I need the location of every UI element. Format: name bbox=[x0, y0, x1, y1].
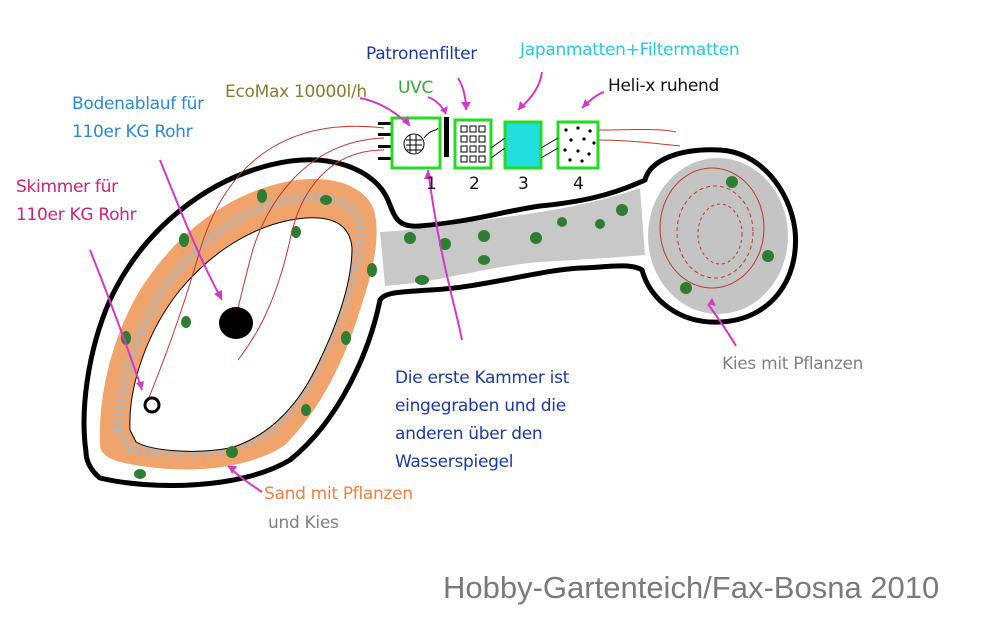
credit: Hobby-Gartenteich/Fax-Bosna 2010 bbox=[443, 570, 940, 605]
chamber-3 bbox=[503, 120, 543, 170]
arrows bbox=[89, 71, 737, 493]
uvc-lamp bbox=[444, 117, 449, 157]
label-ecomax: EcoMax 10000l/h bbox=[225, 82, 367, 102]
label-erste-kammer-line-4: Wasserspiegel bbox=[395, 452, 514, 472]
label-skimmer-line-1: Skimmer für bbox=[16, 177, 118, 197]
chamber-number-3: 3 bbox=[518, 174, 529, 194]
gravel-channel bbox=[380, 188, 645, 286]
label-skimmer-line-2: 110er KG Rohr bbox=[16, 205, 137, 225]
chamber-number-1: 1 bbox=[426, 174, 437, 194]
arrow-erste-kammer bbox=[427, 169, 463, 341]
label-japanmatten: Japanmatten+Filtermatten bbox=[520, 40, 740, 60]
label-erste-kammer-line-2: eingegraben und die bbox=[395, 396, 566, 416]
arrow-skimmer bbox=[89, 249, 143, 391]
label-erste-kammer-line-3: anderen über den bbox=[395, 424, 543, 444]
label-skimmer: Skimmer für 110er KG Rohr bbox=[16, 173, 137, 229]
label-sand: Sand mit Pflanzen bbox=[264, 484, 413, 504]
label-und-kies: und Kies bbox=[268, 513, 339, 533]
skimmer bbox=[143, 396, 161, 414]
helix-media-icon bbox=[563, 126, 596, 163]
ecomax-pump-icon bbox=[403, 127, 439, 155]
chamber-number-2: 2 bbox=[469, 174, 480, 194]
contour-lines bbox=[659, 167, 765, 289]
chamber-2 bbox=[453, 118, 493, 170]
label-erste-kammer: Die erste Kammer ist eingegraben und die… bbox=[395, 364, 569, 476]
label-bodenablauf: Bodenablauf für 110er KG Rohr bbox=[72, 90, 204, 146]
chamber-1 bbox=[390, 116, 442, 170]
chamber-connectors bbox=[490, 137, 559, 159]
arrow-bodenablauf bbox=[159, 159, 223, 301]
label-uvc: UVC bbox=[398, 78, 434, 98]
label-patronenfilter: Patronenfilter bbox=[366, 44, 477, 64]
pump-connectors bbox=[378, 122, 392, 160]
label-kies: Kies mit Pflanzen bbox=[722, 354, 864, 374]
arrow-kies bbox=[707, 303, 737, 347]
label-bodenablauf-line-2: 110er KG Rohr bbox=[72, 122, 193, 142]
plants bbox=[121, 176, 774, 479]
sand-gravel-texture bbox=[112, 192, 366, 459]
chamber-number-4: 4 bbox=[573, 174, 584, 194]
arrowheads bbox=[136, 99, 716, 474]
label-heli: Heli-x ruhend bbox=[608, 76, 719, 96]
gravel-pond bbox=[648, 158, 788, 314]
label-bodenablauf-line-1: Bodenablauf für bbox=[72, 94, 204, 114]
label-erste-kammer-line-1: Die erste Kammer ist bbox=[395, 368, 569, 388]
bottom-drain bbox=[219, 307, 253, 339]
cartridge-filter-icon bbox=[460, 125, 486, 163]
